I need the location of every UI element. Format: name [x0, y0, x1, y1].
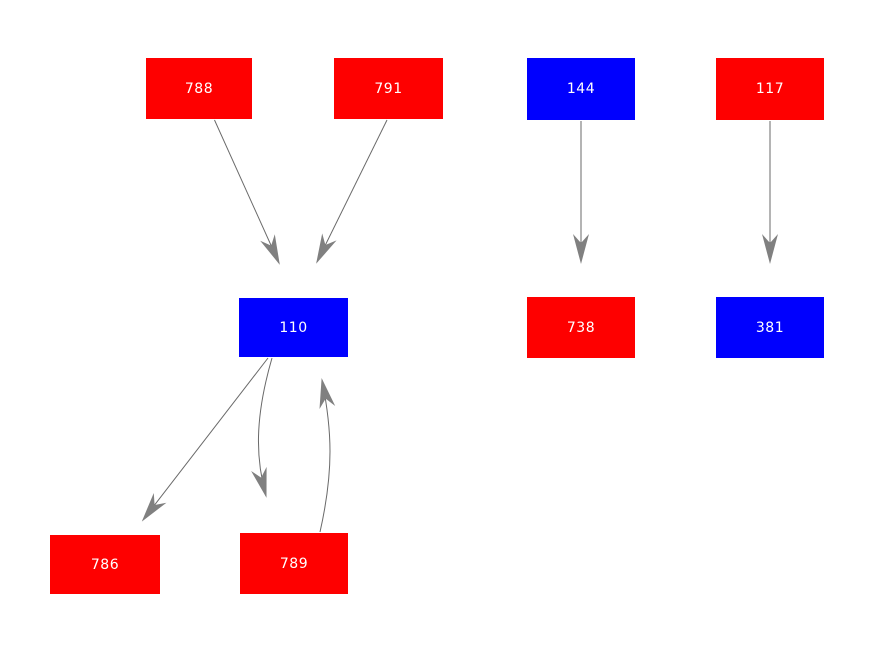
arrowhead-110-to-789 — [251, 466, 267, 498]
graph-node-117[interactable]: 117 — [716, 58, 824, 120]
arrowhead-788-to-110 — [260, 234, 280, 265]
graph-node-788[interactable]: 788 — [146, 58, 252, 119]
node-label-738: 738 — [566, 319, 596, 336]
graph-edge-110-to-786 — [141, 357, 269, 522]
node-label-786: 786 — [90, 556, 120, 573]
graph-node-144[interactable]: 144 — [527, 58, 635, 120]
graph-edge-789-to-110 — [319, 378, 336, 533]
node-label-117: 117 — [755, 81, 785, 97]
graph-edge-117-to-381 — [762, 121, 778, 264]
node-label-144: 144 — [566, 81, 596, 97]
graph-edge-144-to-738 — [573, 121, 589, 264]
graph-node-786[interactable]: 786 — [50, 535, 160, 594]
arrowhead-117-to-381 — [762, 234, 778, 264]
arrowhead-791-to-110 — [316, 233, 337, 264]
node-label-110: 110 — [279, 319, 308, 336]
graph-node-738[interactable]: 738 — [527, 297, 635, 358]
arrowhead-789-to-110 — [319, 378, 336, 410]
graph-node-789[interactable]: 789 — [240, 533, 348, 594]
node-label-788: 788 — [184, 80, 214, 97]
graph-node-381[interactable]: 381 — [716, 297, 824, 358]
arrowhead-110-to-786 — [141, 492, 167, 522]
graph-edge-791-to-110 — [316, 119, 388, 264]
graph-node-791[interactable]: 791 — [334, 58, 443, 119]
node-label-791: 791 — [374, 80, 403, 97]
graph-edge-110-to-789 — [251, 357, 273, 498]
graph-edge-788-to-110 — [214, 119, 280, 265]
node-label-381: 381 — [755, 319, 785, 336]
node-label-789: 789 — [279, 555, 309, 572]
graph-node-110[interactable]: 110 — [239, 298, 348, 357]
arrowhead-144-to-738 — [573, 234, 589, 264]
